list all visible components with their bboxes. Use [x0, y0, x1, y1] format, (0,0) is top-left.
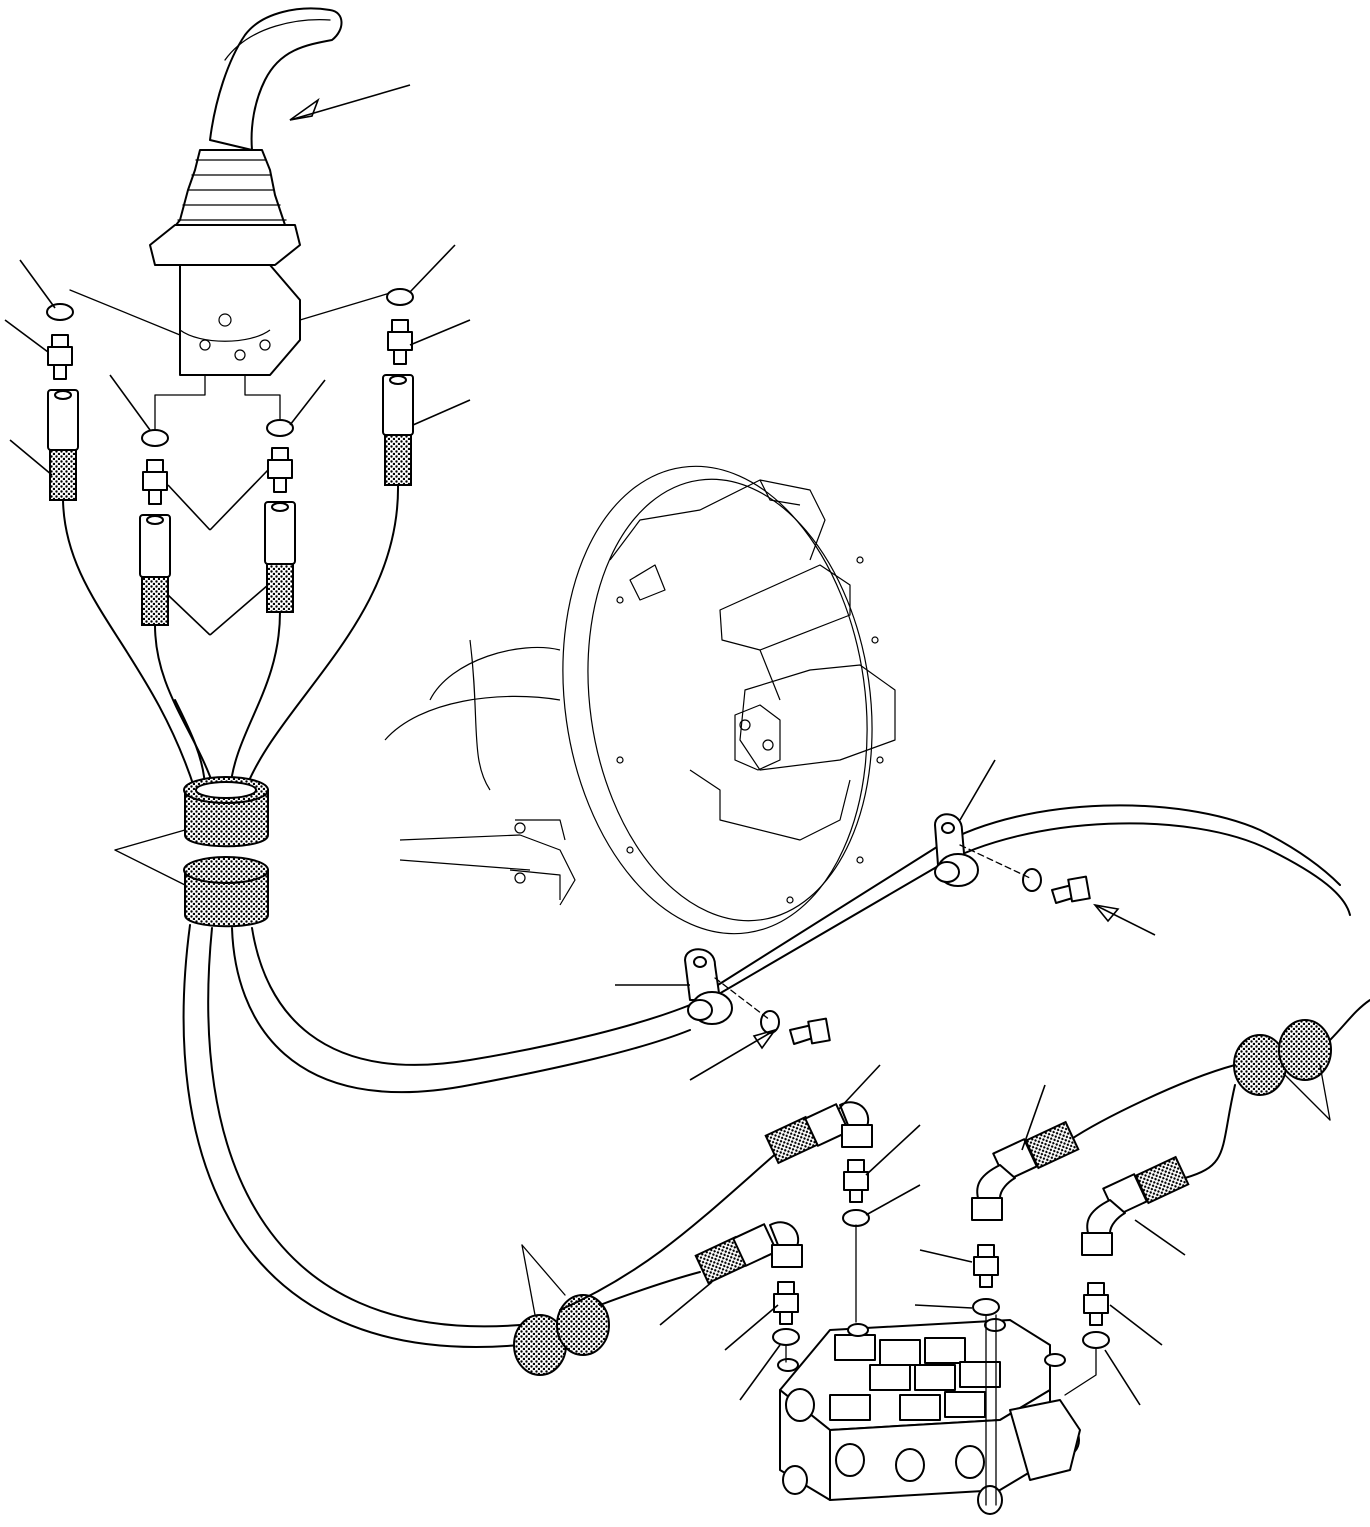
o-ring — [772, 1209, 1110, 1349]
hose-fitting — [47, 374, 414, 626]
hose-fitting — [694, 1103, 1190, 1285]
o-ring — [46, 288, 414, 447]
clamp-bolt — [789, 875, 1091, 1045]
hydraulic-hose — [559, 999, 1370, 1311]
valve-body — [179, 264, 301, 376]
transmission-housing — [384, 465, 896, 935]
washer — [760, 868, 1042, 1034]
hose-clamp — [684, 813, 979, 1025]
hydraulic-hose — [182, 804, 1351, 1348]
leader-lines — [4, 84, 1186, 1406]
adapter — [47, 319, 413, 505]
adapter — [773, 1159, 1109, 1326]
elbow-fitting — [769, 1101, 1126, 1268]
protective-sleeve — [183, 776, 269, 928]
control-boot — [149, 149, 301, 266]
control-valve — [777, 1318, 1081, 1515]
hydraulic-hose — [62, 484, 400, 791]
joystick-lever — [209, 7, 343, 151]
